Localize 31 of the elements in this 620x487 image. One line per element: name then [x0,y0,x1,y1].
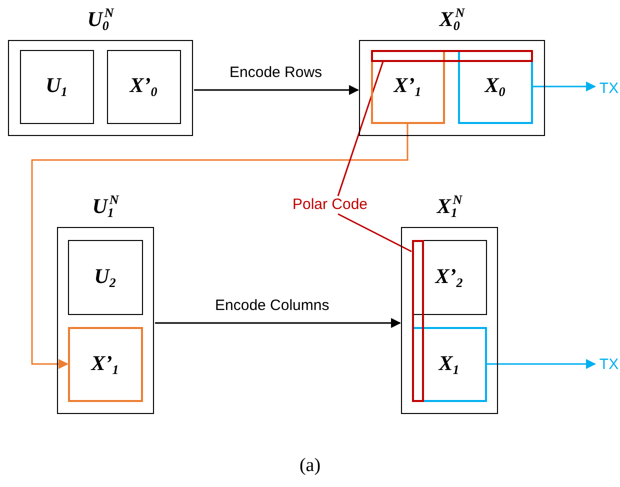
sub-block [68,240,142,314]
sub-block [458,50,532,124]
annotation-label: Polar Code [292,196,368,213]
leader-line [337,61,384,196]
code-bar [370,50,532,62]
leader-line [338,213,412,252]
block-label: X’$_{1}$ [394,73,422,100]
arrow [31,124,408,369]
edge-label: Encode Columns [215,297,330,314]
sub-block [68,326,142,402]
block-label: U$_{2}$ [94,264,116,290]
code-bar [412,240,424,402]
output-label: TX [599,356,619,373]
block-label: U$_{1}$ [46,73,68,100]
sub-block [20,50,94,124]
arrow [194,85,359,95]
arrow [155,318,401,328]
block-label: X$_{0}$ [484,73,506,100]
edge-label: Encode Rows [230,64,322,81]
arrow [486,359,596,369]
figure-caption: (a) [299,455,321,476]
sub-block [106,50,180,124]
output-label: TX [599,80,619,97]
sub-block [412,240,486,314]
sub-block [412,326,486,402]
block-label: X’$_{1}$ [91,350,119,378]
block-label: X$_{1}$ [438,350,460,378]
block-label: X’$_{2}$ [435,264,463,290]
block-label: X’$_{0}$ [130,73,158,100]
arrow [532,82,596,92]
sub-block [370,50,444,124]
